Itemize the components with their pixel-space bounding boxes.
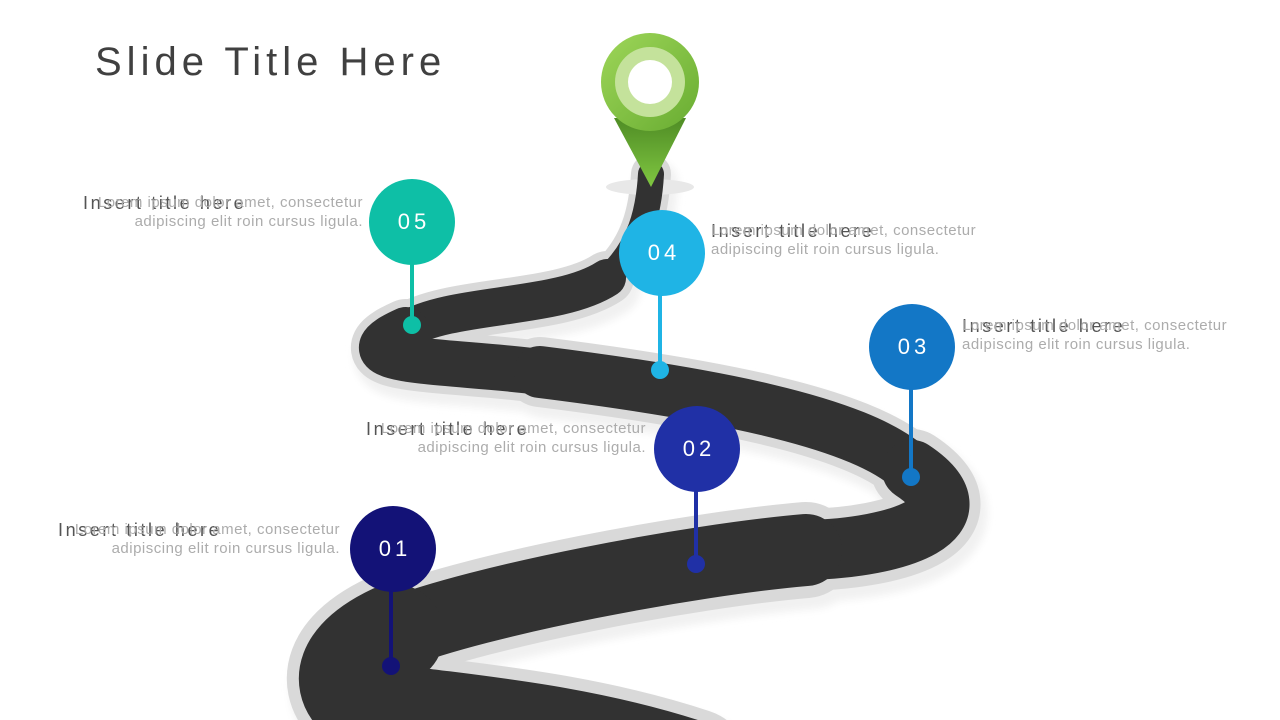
slide-title[interactable]: Slide Title Here [95, 40, 447, 84]
milestone-body: Lorem ipsum dolor amet, consectetur adip… [962, 317, 1228, 353]
milestone-number: 05 [397, 209, 431, 234]
milestone-body: Lorem ipsum dolor amet, consectetur adip… [380, 420, 646, 456]
milestone-body: Lorem ipsum dolor amet, consectetur adip… [711, 222, 977, 258]
milestone-number: 02 [682, 436, 716, 461]
milestone-title: Insert title here [366, 419, 530, 439]
milestone-connector-line [694, 491, 698, 564]
milestone-road-dot [687, 555, 705, 573]
milestone-badge[interactable]: 03 [869, 304, 955, 390]
milestone-connector-line [410, 264, 414, 325]
milestone-number: 01 [378, 536, 412, 561]
pin-tip [614, 118, 686, 187]
location-pin-icon [601, 33, 699, 187]
milestone-road-dot [403, 316, 421, 334]
milestone-title: Insert title here [962, 316, 1126, 336]
milestone-connector-line [658, 295, 662, 370]
milestone-body: Lorem ipsum dolor amet, consectetur adip… [74, 521, 340, 557]
milestone-connector-line [389, 591, 393, 666]
milestone-body: Lorem ipsum dolor amet, consectetur adip… [97, 194, 363, 230]
milestone-badge[interactable]: 02 [654, 406, 740, 492]
milestone-badge[interactable]: 04 [619, 210, 705, 296]
milestone-road-dot [382, 657, 400, 675]
milestone-road-dot [902, 468, 920, 486]
milestone-number: 03 [897, 334, 931, 359]
milestone-title: Insert title here [711, 221, 875, 241]
milestone-road-dot [651, 361, 669, 379]
milestone-title: Insert title here [58, 520, 222, 540]
milestone-badge[interactable]: 01 [350, 506, 436, 592]
milestone-connector-line [909, 389, 913, 477]
milestone-badge[interactable]: 05 [369, 179, 455, 265]
milestone-title: Insert title here [83, 193, 247, 213]
milestone-number: 04 [647, 240, 681, 265]
pin-center-hole [628, 60, 672, 104]
